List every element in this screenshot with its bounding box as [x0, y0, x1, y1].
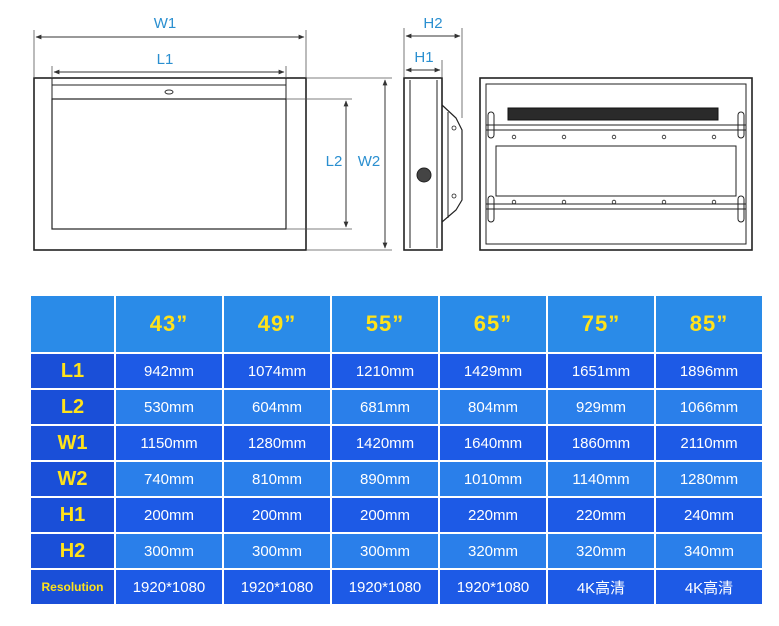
spec-table: 43” 49” 55” 65” 75” 85” L1 942mm 1074mm … [29, 294, 764, 606]
back-mount-panel [495, 145, 737, 197]
table-row: W1 1150mm 1280mm 1420mm 1640mm 1860mm 21… [31, 426, 762, 460]
table-row: H1 200mm 200mm 200mm 220mm 220mm 240mm [31, 498, 762, 532]
table-cell: 1429mm [440, 354, 546, 388]
table-cell: 1920*1080 [332, 570, 438, 604]
technical-drawing: W1 L1 L2 W2 H2 H1 [33, 15, 753, 251]
side-knob [416, 167, 432, 183]
h1-label: H1 [414, 49, 433, 66]
back-outer-frame [479, 77, 753, 251]
row-label: W2 [31, 462, 114, 496]
table-cell: 1150mm [116, 426, 222, 460]
header-corner [31, 296, 114, 352]
table-cell: 1066mm [656, 390, 762, 424]
table-cell: 1280mm [224, 426, 330, 460]
back-inner-frame [485, 83, 747, 245]
table-cell: 942mm [116, 354, 222, 388]
table-cell: 200mm [116, 498, 222, 532]
back-screws [511, 134, 717, 205]
back-hanging-slots [487, 111, 745, 223]
table-cell: 1074mm [224, 354, 330, 388]
table-cell: 4K高清 [548, 570, 654, 604]
table-cell: 200mm [332, 498, 438, 532]
table-cell: 890mm [332, 462, 438, 496]
table-cell: 929mm [548, 390, 654, 424]
table-cell: 1280mm [656, 462, 762, 496]
front-outer-frame [33, 77, 307, 251]
table-cell: 1420mm [332, 426, 438, 460]
row-label: L2 [31, 390, 114, 424]
side-screw-top [451, 125, 457, 131]
table-cell: 1920*1080 [440, 570, 546, 604]
table-cell: 740mm [116, 462, 222, 496]
row-label: H1 [31, 498, 114, 532]
size-header: 65” [440, 296, 546, 352]
table-cell: 1010mm [440, 462, 546, 496]
w1-label: W1 [154, 15, 177, 32]
side-screw-bottom [451, 193, 457, 199]
size-header-row: 43” 49” 55” 65” 75” 85” [31, 296, 762, 352]
table-cell: 1140mm [548, 462, 654, 496]
h2-label: H2 [423, 15, 442, 32]
size-header: 85” [656, 296, 762, 352]
table-cell: 1651mm [548, 354, 654, 388]
table-cell: 1896mm [656, 354, 762, 388]
table-row: H2 300mm 300mm 300mm 320mm 320mm 340mm [31, 534, 762, 568]
table-cell: 530mm [116, 390, 222, 424]
table-cell: 604mm [224, 390, 330, 424]
table-cell: 220mm [548, 498, 654, 532]
table-cell: 1920*1080 [224, 570, 330, 604]
l2-label: L2 [326, 153, 343, 170]
table-row: L2 530mm 604mm 681mm 804mm 929mm 1066mm [31, 390, 762, 424]
row-label: W1 [31, 426, 114, 460]
table-cell: 320mm [548, 534, 654, 568]
table-cell: 681mm [332, 390, 438, 424]
table-cell: 4K高清 [656, 570, 762, 604]
w2-label: W2 [358, 153, 381, 170]
table-cell: 1920*1080 [116, 570, 222, 604]
back-vent-grille [507, 107, 719, 121]
front-camera-dot [164, 89, 174, 95]
back-view [479, 77, 753, 251]
l1-label: L1 [157, 51, 174, 68]
table-cell: 804mm [440, 390, 546, 424]
table-cell: 200mm [224, 498, 330, 532]
size-header: 43” [116, 296, 222, 352]
table-cell: 300mm [332, 534, 438, 568]
side-body [403, 77, 443, 251]
size-header: 75” [548, 296, 654, 352]
table-row: W2 740mm 810mm 890mm 1010mm 1140mm 1280m… [31, 462, 762, 496]
table-row: Resolution 1920*1080 1920*1080 1920*1080… [31, 570, 762, 604]
row-label: Resolution [31, 570, 114, 604]
table-cell: 810mm [224, 462, 330, 496]
table-cell: 300mm [116, 534, 222, 568]
table-row: L1 942mm 1074mm 1210mm 1429mm 1651mm 189… [31, 354, 762, 388]
table-cell: 1860mm [548, 426, 654, 460]
table-cell: 1210mm [332, 354, 438, 388]
table-cell: 240mm [656, 498, 762, 532]
table-cell: 340mm [656, 534, 762, 568]
side-view: H2 H1 [403, 15, 463, 251]
size-header: 49” [224, 296, 330, 352]
row-label: H2 [31, 534, 114, 568]
table-cell: 320mm [440, 534, 546, 568]
table-cell: 220mm [440, 498, 546, 532]
front-screen-area [51, 98, 287, 230]
table-cell: 300mm [224, 534, 330, 568]
side-bracket [441, 104, 463, 223]
table-cell: 2110mm [656, 426, 762, 460]
front-view: W1 L1 L2 W2 [33, 15, 392, 251]
row-label: L1 [31, 354, 114, 388]
size-header: 55” [332, 296, 438, 352]
table-cell: 1640mm [440, 426, 546, 460]
